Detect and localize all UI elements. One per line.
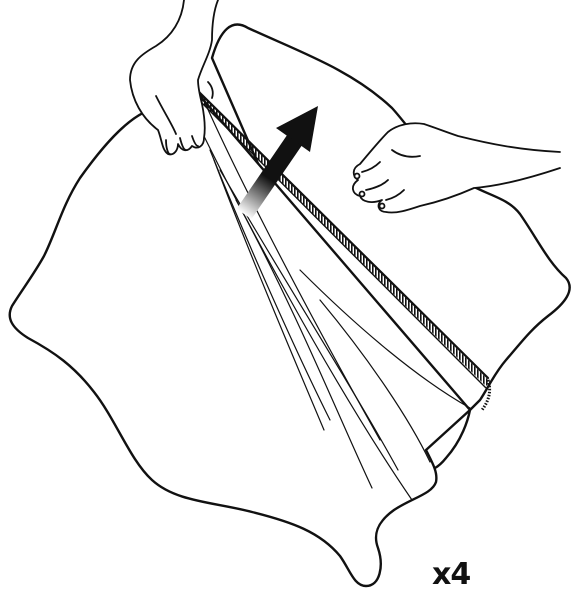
repeat-count-label: x4 bbox=[432, 558, 470, 592]
